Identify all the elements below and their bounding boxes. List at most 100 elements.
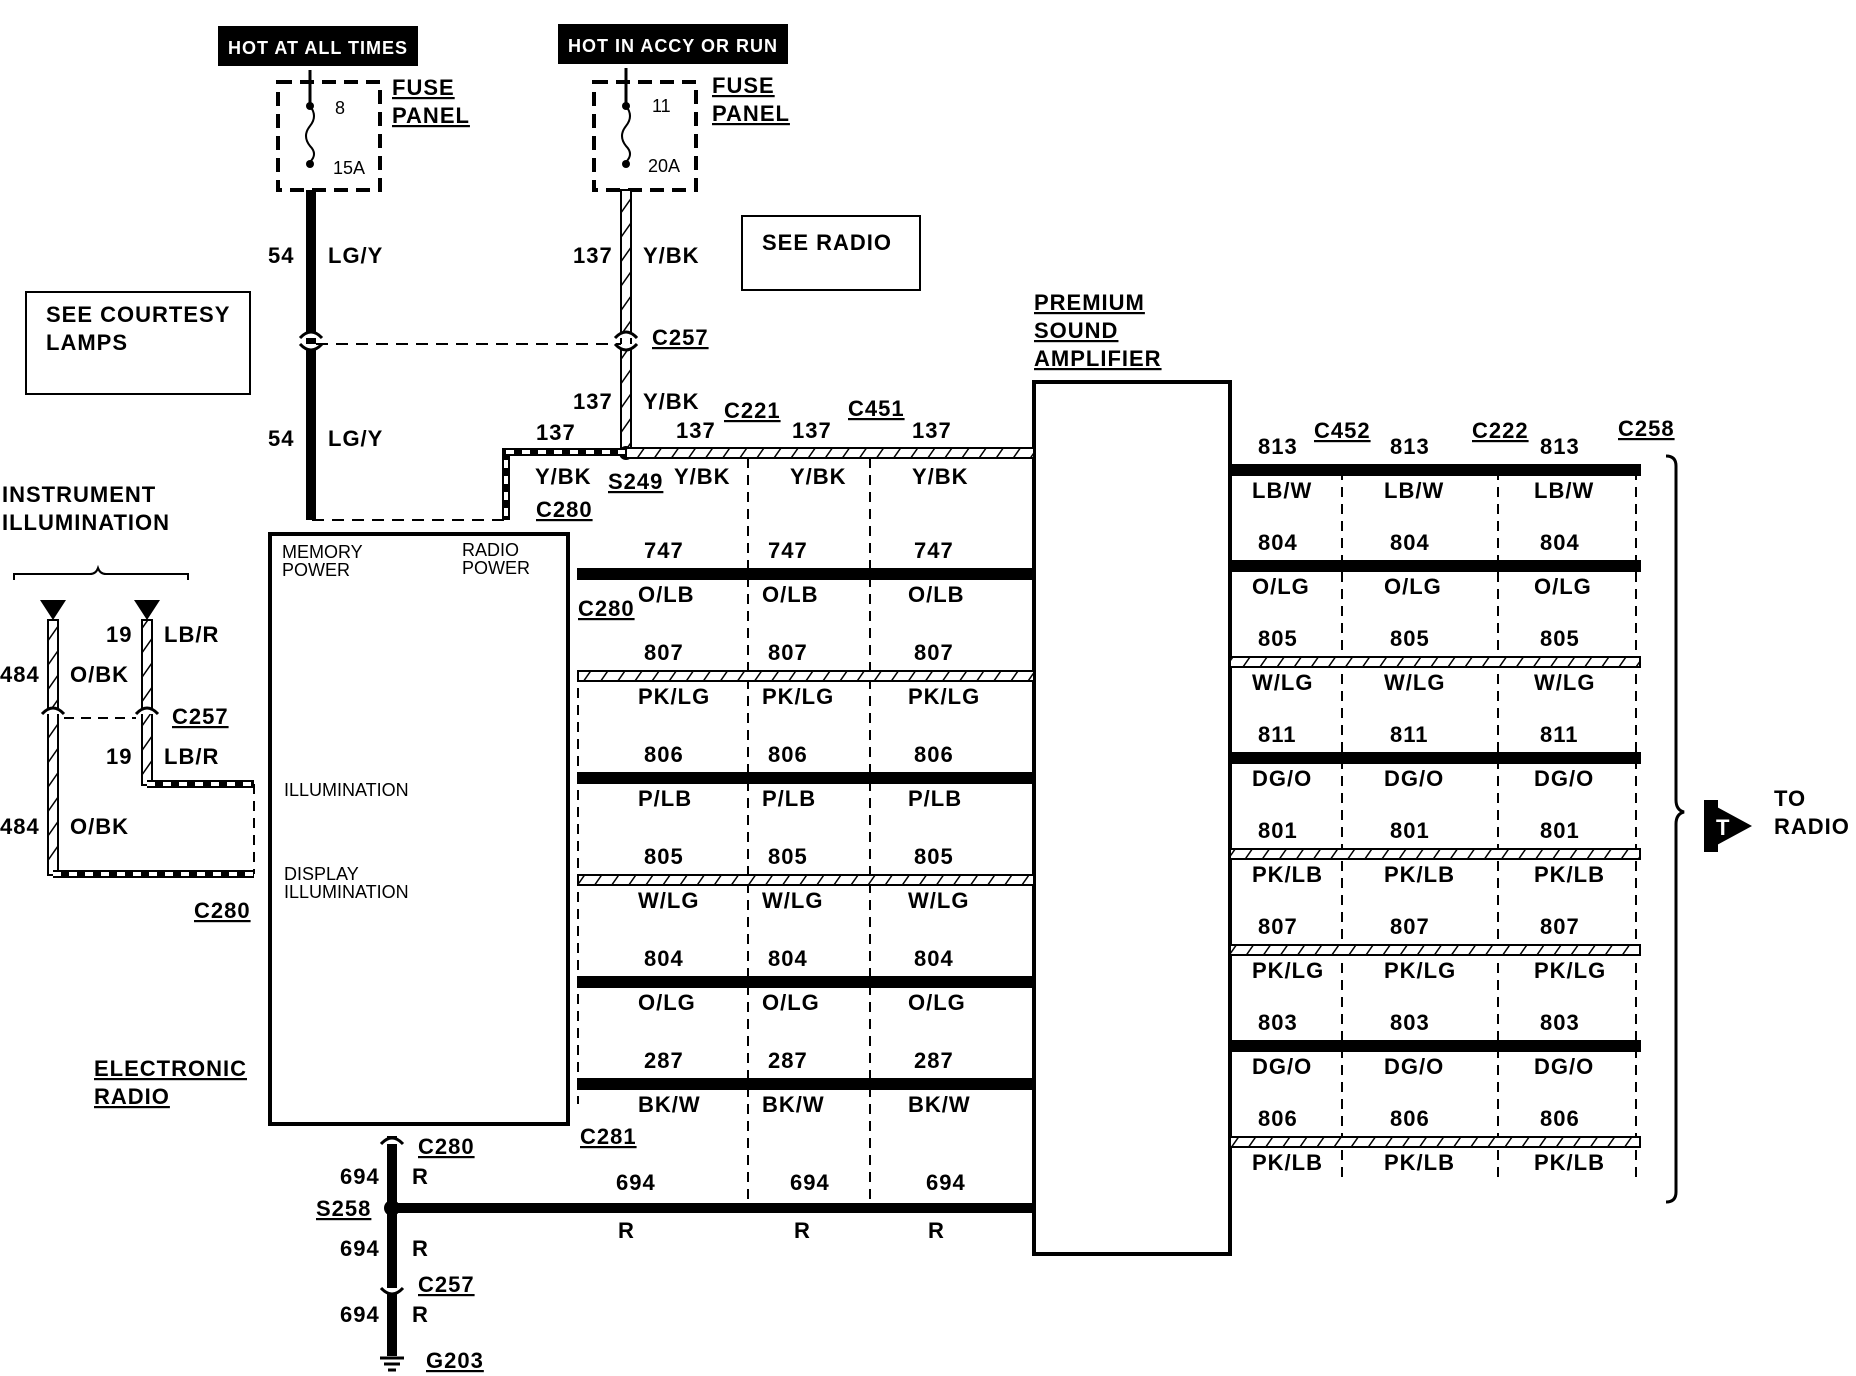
- right-bus-wire-806-num: 806: [1540, 1106, 1580, 1131]
- left-bus-wire-805-num: 805: [644, 844, 684, 869]
- right-bus-wire-805-num: 805: [1540, 626, 1580, 651]
- ground-694-r-1: R: [412, 1164, 429, 1189]
- wire-137-color-upper: Y/BK: [643, 243, 700, 268]
- left-bus-wire-804-num: 804: [644, 946, 684, 971]
- right-bus-wire-805-color: W/LG: [1384, 670, 1445, 695]
- wire-137-to-amp: 137 Y/BK 137 Y/BK 137 Y/BK: [625, 418, 1035, 489]
- right-bus-wire-801-color: PK/LB: [1384, 862, 1455, 887]
- illumination-pin: ILLUMINATION: [284, 780, 409, 800]
- left-bus-wires: 747O/LB747O/LB747O/LB807PK/LG807PK/LG807…: [577, 538, 1035, 1117]
- ground-circuit: C280 694 R S258 694 R C257 694 R G203: [316, 1134, 483, 1373]
- left-bus-wire-806-num: 806: [644, 742, 684, 767]
- left-bus-wire-806-num: 806: [768, 742, 808, 767]
- connector-c221: C221: [724, 398, 781, 423]
- wire-694-to-amp: 694 R 694 R 694 R: [392, 1170, 1034, 1243]
- feed-137-color: Y/BK: [535, 464, 592, 489]
- fuse-8: 8 15A FUSE PANEL: [276, 70, 470, 192]
- right-bus-wire-813-num: 813: [1540, 434, 1580, 459]
- left-bus-wire-806-color: P/LB: [908, 786, 962, 811]
- right-bus-wire-806: [1229, 1136, 1641, 1148]
- ground-694-num-2: 694: [340, 1236, 380, 1261]
- left-bus-wire-807-color: PK/LG: [762, 684, 834, 709]
- right-bus-wire-811-color: DG/O: [1252, 766, 1312, 791]
- left-bus-wire-807-num: 807: [768, 640, 808, 665]
- hot-in-accy-label: HOT IN ACCY OR RUN: [568, 36, 778, 56]
- right-bus-wire-803-num: 803: [1540, 1010, 1580, 1035]
- wire-137-num-upper: 137: [573, 243, 613, 268]
- wire-484-color-lower: O/BK: [70, 814, 129, 839]
- wire-54-color-lower: LG/Y: [328, 426, 383, 451]
- instrument-label-2: ILLUMINATION: [2, 510, 170, 535]
- left-bus-wire-805-num: 805: [914, 844, 954, 869]
- fuse-8-rating: 15A: [333, 158, 365, 178]
- wire-54: 54 LG/Y 54 LG/Y: [268, 190, 383, 520]
- wire-54-color-upper: LG/Y: [328, 243, 383, 268]
- power-source-right: HOT IN ACCY OR RUN: [558, 24, 788, 64]
- to-radio-label-1: TO: [1774, 786, 1806, 811]
- ground-694-r-2: R: [412, 1236, 429, 1261]
- left-bus-wire-804-color: O/LG: [762, 990, 820, 1015]
- right-bus-wire-806-color: PK/LB: [1252, 1150, 1323, 1175]
- right-bus-wire-807-num: 807: [1258, 914, 1298, 939]
- left-bus-wire-806-color: P/LB: [762, 786, 816, 811]
- left-bus-wire-747-color: O/LB: [638, 582, 695, 607]
- instrument-illumination: INSTRUMENT ILLUMINATION 484 O/BK 19 LB/R…: [0, 482, 255, 923]
- left-bus-wire-806: [577, 772, 1035, 784]
- right-bus-wire-804-num: 804: [1258, 530, 1298, 555]
- connector-c257-ground: C257: [418, 1272, 475, 1297]
- connector-c280-radio-power: C280: [536, 497, 593, 522]
- ground-694-num-1: 694: [340, 1164, 380, 1189]
- amp-137-num-1: 137: [676, 418, 716, 443]
- right-bus-wire-813-color: LB/W: [1534, 478, 1594, 503]
- right-bus-wire-804-color: O/LG: [1384, 574, 1442, 599]
- connector-c451: C451: [848, 396, 905, 421]
- left-bus-wire-287: [577, 1078, 1035, 1090]
- radio-box: [268, 532, 570, 1126]
- wire-484-num-lower: 484: [0, 814, 40, 839]
- right-bus-wire-804-color: O/LG: [1252, 574, 1310, 599]
- feed-137-num: 137: [536, 420, 576, 445]
- left-bus-wire-287-num: 287: [644, 1048, 684, 1073]
- wire-137-color-mid: Y/BK: [643, 389, 700, 414]
- see-courtesy-label-1: SEE COURTESY: [46, 302, 230, 327]
- display-illum-pin-1: DISPLAY: [284, 864, 359, 884]
- left-bus-wire-747-num: 747: [768, 538, 808, 563]
- left-bus-wire-804: [577, 976, 1035, 988]
- amp-694-r-3: R: [928, 1218, 945, 1243]
- to-radio-symbol: T: [1716, 815, 1730, 840]
- left-bus-wire-747-num: 747: [644, 538, 684, 563]
- right-bus-wire-803-num: 803: [1258, 1010, 1298, 1035]
- fuse-11: 11 20A FUSE PANEL: [592, 68, 789, 192]
- connector-c281-bus: C281: [580, 1124, 637, 1149]
- display-illum-pin-2: ILLUMINATION: [284, 882, 409, 902]
- memory-power-2: POWER: [282, 560, 350, 580]
- instrument-label-1: INSTRUMENT: [2, 482, 156, 507]
- fuse-11-rating: 20A: [648, 156, 680, 176]
- left-bus-wire-804-color: O/LG: [638, 990, 696, 1015]
- wire-19-num-lower: 19: [106, 744, 132, 769]
- amp-694-r-1: R: [618, 1218, 635, 1243]
- left-bus-wire-747-color: O/LB: [762, 582, 819, 607]
- to-radio-label-2: RADIO: [1774, 814, 1850, 839]
- connector-c257-top: C257: [652, 325, 709, 350]
- to-radio-reference: T TO RADIO: [1665, 454, 1850, 1204]
- right-bus-wire-803-color: DG/O: [1252, 1054, 1312, 1079]
- right-bus-wire-804-num: 804: [1390, 530, 1430, 555]
- left-bus-wire-807-color: PK/LG: [638, 684, 710, 709]
- right-bus-wire-807: [1229, 944, 1641, 956]
- right-bus-wire-811-num: 811: [1390, 722, 1429, 747]
- right-bus-wire-801: [1229, 848, 1641, 860]
- right-bus-wire-804-color: O/LG: [1534, 574, 1592, 599]
- connector-c257-left: C257: [172, 704, 229, 729]
- right-bus-wire-807-num: 807: [1390, 914, 1430, 939]
- memory-power-1: MEMORY: [282, 542, 363, 562]
- right-bus-wire-803-color: DG/O: [1534, 1054, 1594, 1079]
- fuse-8-label-2: PANEL: [392, 103, 470, 128]
- connector-c280-ground: C280: [418, 1134, 475, 1159]
- radio-power-2: POWER: [462, 558, 530, 578]
- see-courtesy-label-2: LAMPS: [46, 330, 128, 355]
- wire-19-color-upper: LB/R: [164, 622, 219, 647]
- amp-137-col-1: Y/BK: [674, 464, 731, 489]
- wire-484-num-upper: 484: [0, 662, 40, 687]
- wire-54-num-lower: 54: [268, 426, 294, 451]
